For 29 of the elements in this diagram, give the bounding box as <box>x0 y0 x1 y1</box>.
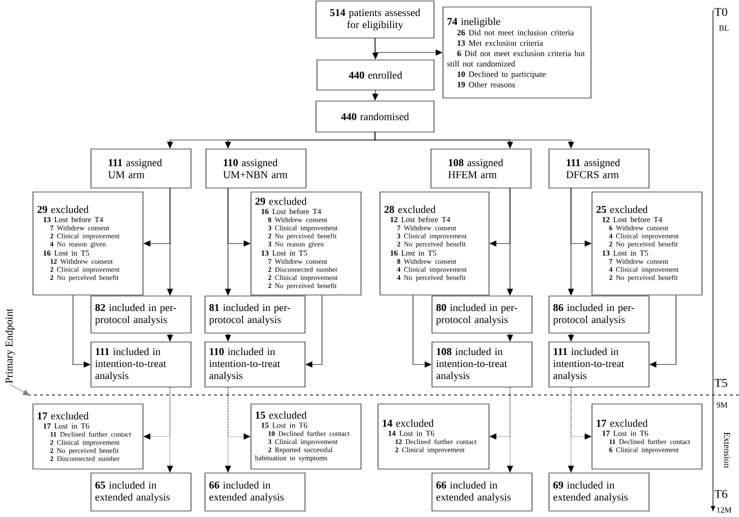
time-label: 9M <box>716 402 728 408</box>
analysis-box: 80 included in per-protocol analysis <box>432 296 532 334</box>
analysis-box: 66 included in extended analysis <box>204 472 306 512</box>
time-label: T0 <box>714 8 728 16</box>
analysis-box: 65 included in extended analysis <box>90 472 192 512</box>
process-box: 440 enrolled <box>316 60 434 90</box>
exclusion-box: 74 ineligible 26 Did not meet inclusion criteria 13 Met exclusion criteria 6 Did not meet exclusion criteria but still not randomized 10 Declined to participate 19 Other reasons <box>442 6 592 98</box>
analysis-box: 82 included in per-protocol analysis <box>90 296 192 334</box>
time-label: T5 <box>714 379 728 387</box>
analysis-box: 110 included in intention-to-treat analysis <box>204 342 306 388</box>
time-label: T6 <box>714 490 728 498</box>
analysis-box: 66 included in extended analysis <box>432 472 532 512</box>
arm-box: 108 assigned HFEM arm <box>430 148 532 188</box>
arm-box: 111 assigned DFCRS arm <box>548 148 650 188</box>
arm-box: 111 assigned UM arm <box>90 148 192 188</box>
time-label: BL <box>719 25 729 31</box>
analysis-box: 81 included in per-protocol analysis <box>204 296 306 334</box>
arrow <box>10 384 30 396</box>
analysis-box: 86 included in per-protocol analysis <box>548 296 650 334</box>
arm-box: 110 assigned UM+NBN arm <box>206 148 306 188</box>
analysis-box: 108 included in intention-to-treat analysis <box>432 342 532 388</box>
process-box: 514 patients assessed for eligibility <box>316 0 434 38</box>
time-label: 12M <box>717 507 732 513</box>
process-box: 440 randomised <box>316 100 434 132</box>
axis-label: Extension <box>724 432 730 468</box>
analysis-box: 111 included in intention-to-treat analysis <box>548 342 650 388</box>
analysis-box: 69 included in extended analysis <box>548 472 650 512</box>
endpoint-label: Primary Endpoint <box>5 308 15 384</box>
analysis-box: 111 included in intention-to-treat analysis <box>90 342 192 388</box>
